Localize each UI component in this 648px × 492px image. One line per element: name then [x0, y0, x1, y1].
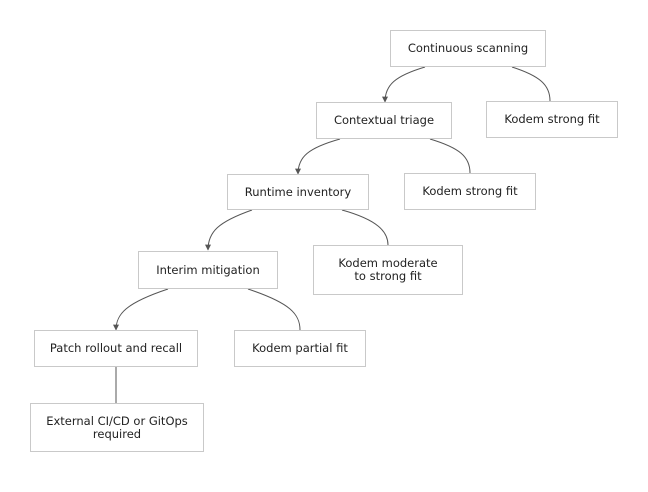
edge-triage-to-inventory — [295, 138, 341, 175]
edge-mitigation-to-patch — [113, 288, 169, 331]
node-runtime-inventory: Runtime inventory — [227, 174, 369, 210]
edge-scanning-to-triage — [382, 66, 426, 103]
node-kodem-partial-fit: Kodem partial fit — [234, 330, 366, 367]
edge-inventory-to-mitigation — [205, 209, 253, 251]
node-kodem-strong-fit-1: Kodem strong fit — [486, 101, 618, 138]
node-continuous-scanning: Continuous scanning — [390, 30, 546, 67]
node-interim-mitigation: Interim mitigation — [138, 251, 278, 289]
node-contextual-triage: Contextual triage — [316, 102, 452, 139]
node-kodem-strong-fit-2: Kodem strong fit — [404, 173, 536, 210]
node-external-cicd-required: External CI/CD or GitOps required — [30, 403, 204, 452]
edge-scanning-to-fit-1 — [511, 66, 551, 102]
node-kodem-moderate-to-strong-fit: Kodem moderate to strong fit — [313, 245, 463, 295]
edge-mitigation-to-fit-4 — [247, 288, 301, 331]
edge-inventory-to-fit-3 — [341, 209, 389, 246]
edge-triage-to-fit-2 — [429, 138, 471, 174]
node-patch-rollout-and-recall: Patch rollout and recall — [34, 330, 198, 367]
